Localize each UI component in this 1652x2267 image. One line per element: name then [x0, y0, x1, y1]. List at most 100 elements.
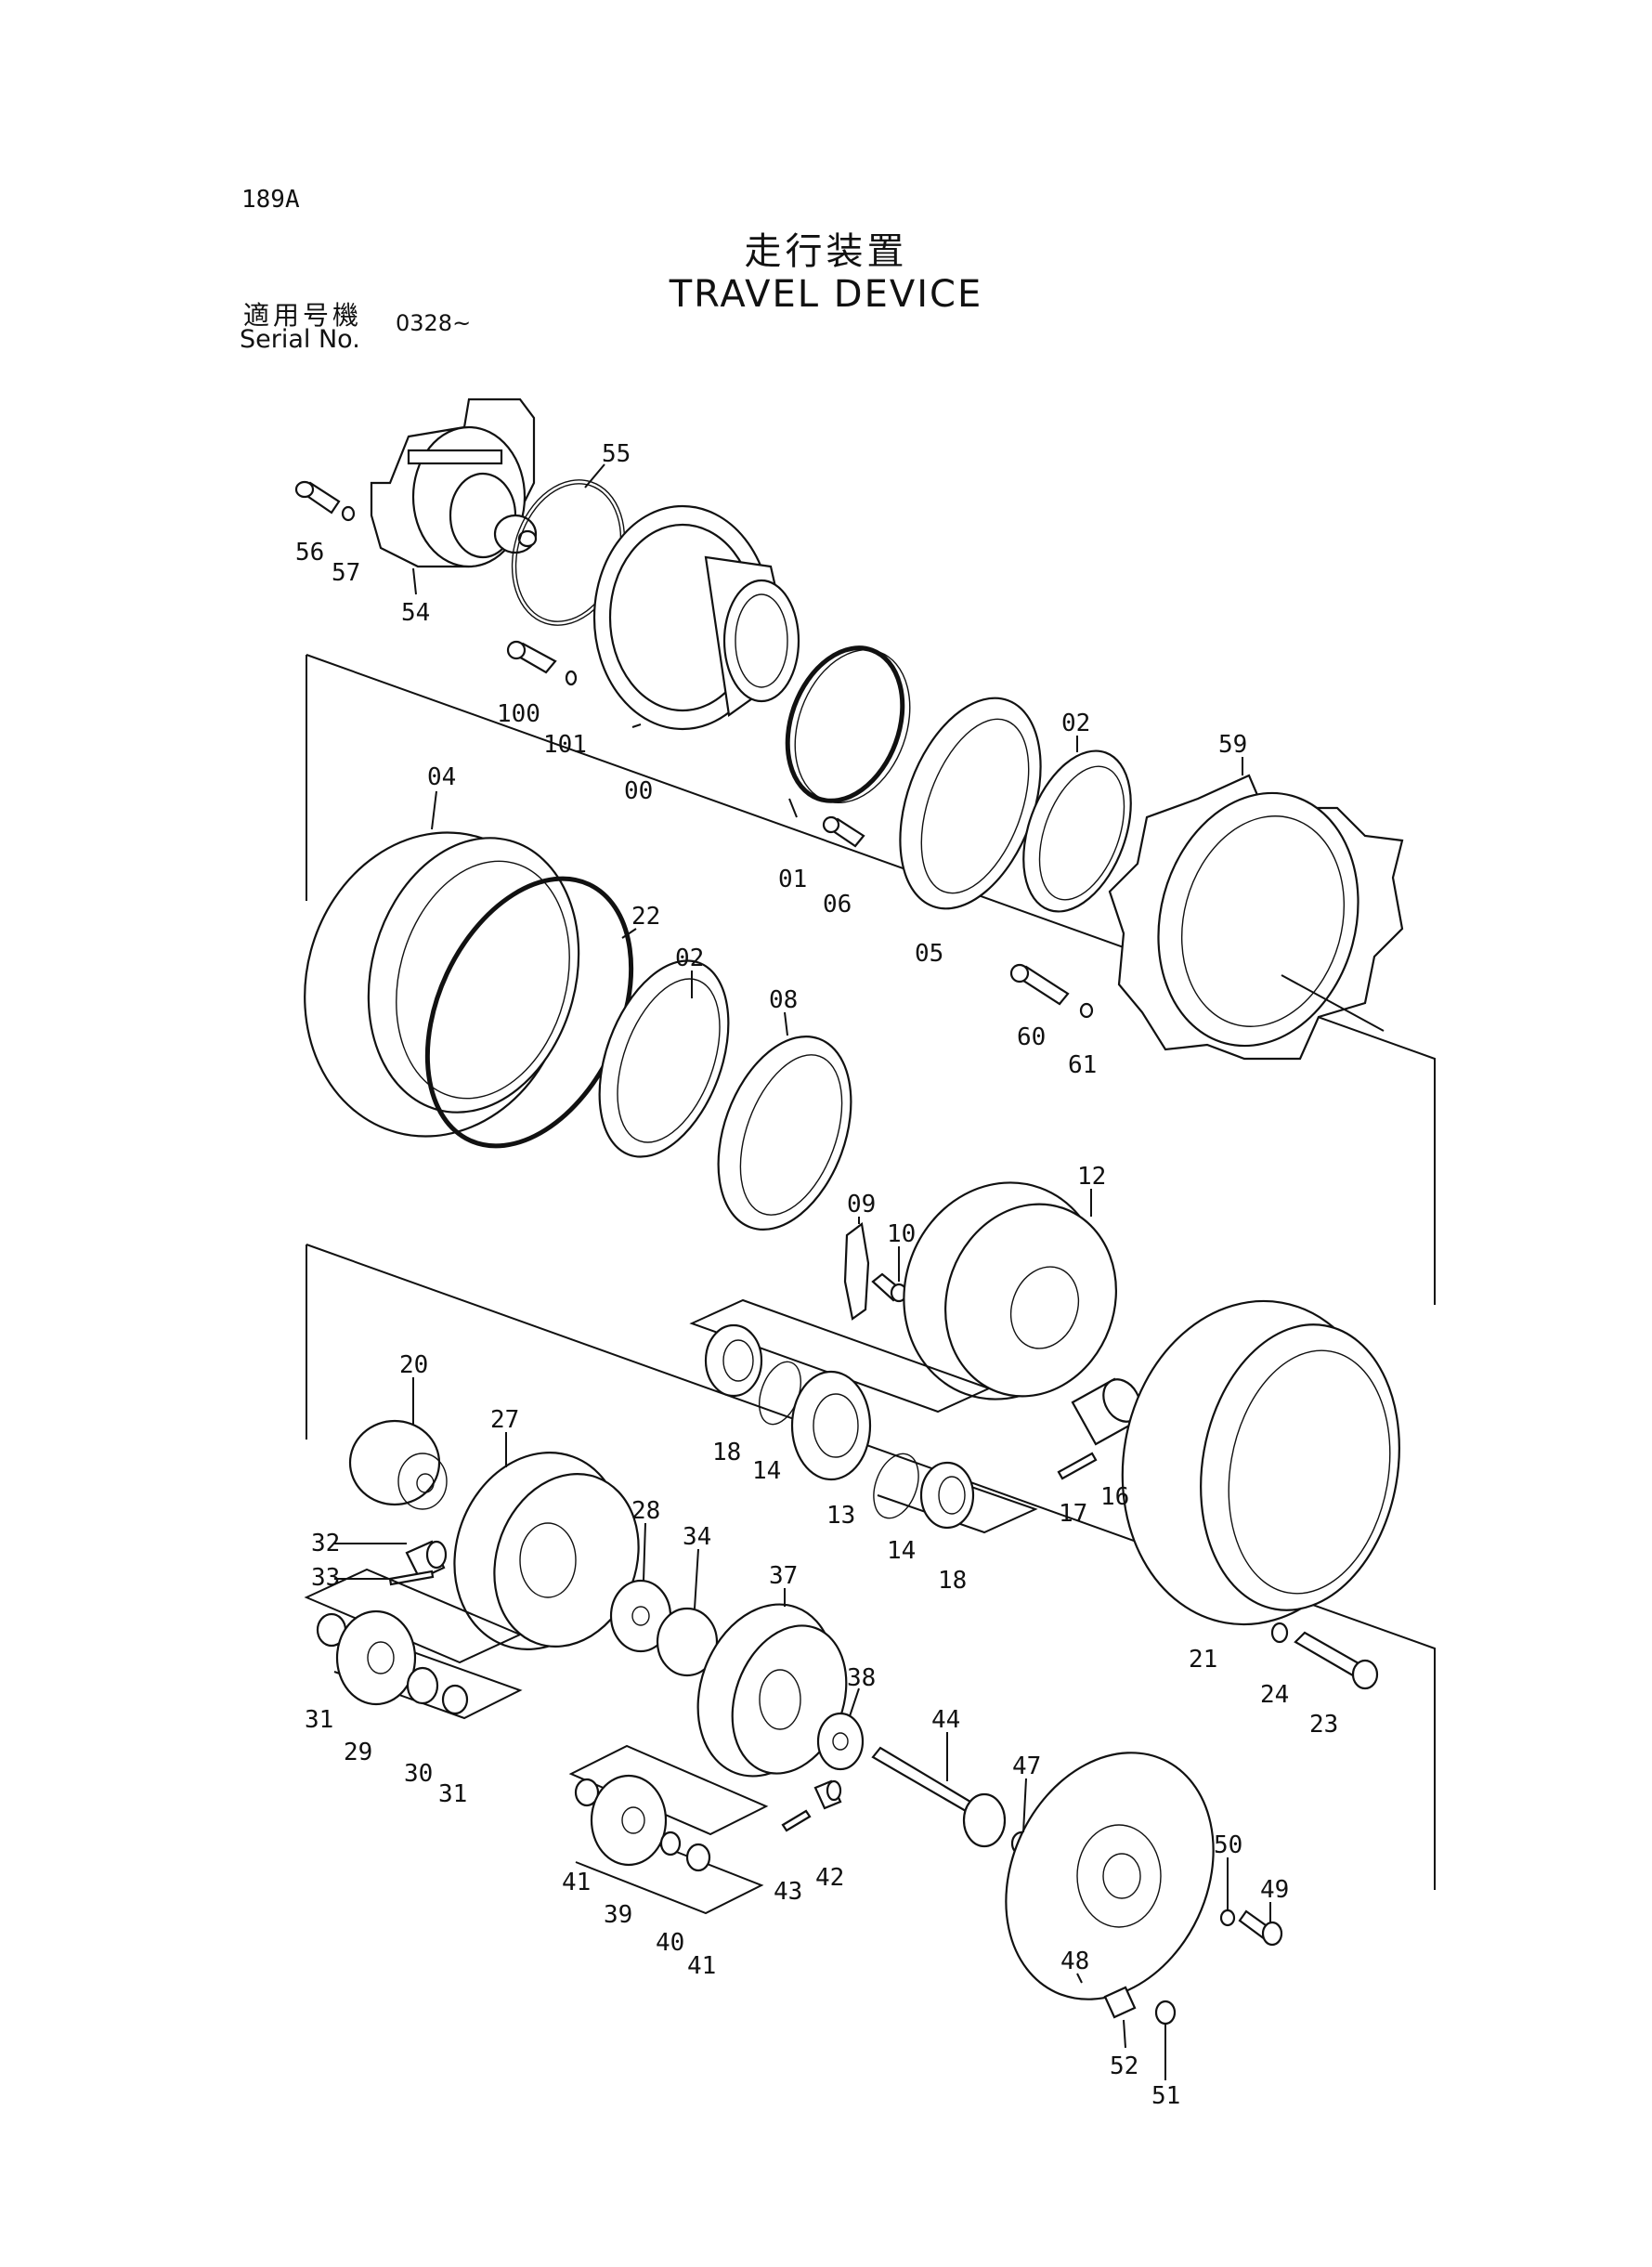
part-label-p44: 44 — [931, 1706, 960, 1734]
part-50-washer — [1219, 1909, 1236, 1927]
part-54-travel-motor — [370, 397, 538, 568]
part-100-bolt — [506, 640, 557, 674]
part-label-p06: 06 — [823, 891, 852, 919]
part-label-p05: 05 — [915, 940, 943, 968]
part-label-p42: 42 — [815, 1864, 844, 1892]
part-label-p01: 01 — [778, 866, 807, 893]
part-label-p55: 55 — [602, 440, 631, 468]
part-label-p51: 51 — [1151, 2082, 1180, 2110]
part-32-pin — [405, 1540, 448, 1581]
part-label-p10: 10 — [887, 1220, 916, 1248]
part-01-floating-seal — [785, 645, 911, 804]
part-label-p57: 57 — [332, 559, 360, 587]
part-label-p101: 101 — [543, 731, 587, 759]
part-label-p02a: 02 — [1061, 710, 1090, 737]
part-label-p09: 09 — [847, 1191, 876, 1218]
part-12-carrier — [903, 1181, 1117, 1401]
part-38-thrust-washer — [816, 1712, 865, 1771]
part-61-washer — [1079, 1002, 1094, 1019]
part-label-p48: 48 — [1060, 1948, 1089, 1975]
part-label-p00: 00 — [624, 777, 653, 805]
part-21-ring-gear — [1121, 1299, 1400, 1626]
part-label-p40: 40 — [656, 1929, 684, 1957]
part-label-p04: 04 — [427, 763, 456, 791]
part-04-housing — [304, 831, 580, 1138]
part-label-p60: 60 — [1017, 1023, 1046, 1051]
part-20-sun-gear — [348, 1419, 448, 1510]
part-label-p23: 23 — [1309, 1711, 1338, 1739]
part-label-p61: 61 — [1068, 1051, 1097, 1079]
part-label-p18b: 18 — [938, 1567, 967, 1595]
part-label-p02b: 02 — [675, 945, 704, 972]
part-label-p50: 50 — [1214, 1831, 1242, 1859]
part-56-bolt — [294, 480, 341, 515]
part-label-p20: 20 — [399, 1351, 428, 1379]
part-label-p16: 16 — [1100, 1483, 1129, 1511]
part-label-p28: 28 — [631, 1497, 660, 1525]
part-label-p21: 21 — [1189, 1646, 1217, 1674]
part-label-p30: 30 — [404, 1760, 433, 1788]
serial-label-english: Serial No. — [240, 325, 360, 354]
part-00-spindle — [592, 504, 800, 731]
part-label-p43: 43 — [774, 1878, 802, 1906]
part-label-p56: 56 — [295, 539, 324, 567]
part-34-sun-gear — [656, 1607, 719, 1677]
part-label-p34: 34 — [683, 1523, 711, 1551]
part-label-p54: 54 — [401, 599, 430, 627]
part-label-p41b: 41 — [687, 1952, 716, 1980]
page-number: 189A — [241, 186, 300, 214]
part-49-bolt — [1238, 1909, 1283, 1947]
part-label-p18a: 18 — [712, 1439, 741, 1466]
serial-value: 0328~ — [396, 310, 472, 336]
part-label-p37: 37 — [769, 1562, 798, 1590]
part-57-washer — [341, 505, 356, 522]
part-17-spring-pin — [1057, 1452, 1098, 1480]
part-label-p08: 08 — [769, 986, 798, 1014]
part-label-p29: 29 — [344, 1739, 372, 1766]
part-48-cover — [1005, 1752, 1215, 2000]
part-label-p52: 52 — [1110, 2052, 1138, 2080]
part-label-p31a: 31 — [305, 1706, 333, 1734]
title-japanese: 走行装置 — [744, 230, 908, 273]
part-52-plug — [1103, 1986, 1137, 2019]
part-51-plug — [1154, 2000, 1177, 2026]
part-label-p14a: 14 — [752, 1457, 781, 1485]
part-label-p13: 13 — [826, 1502, 855, 1530]
part-label-p39: 39 — [604, 1901, 632, 1929]
part-label-p24: 24 — [1260, 1681, 1289, 1709]
part-23-bolt — [1294, 1631, 1379, 1690]
part-60-bolt — [1009, 963, 1070, 1006]
part-label-p32: 32 — [311, 1530, 340, 1557]
part-02-bearing-upper — [1022, 749, 1132, 913]
part-label-p27: 27 — [490, 1406, 519, 1434]
part-label-p41a: 41 — [562, 1869, 591, 1896]
part-06-bolt — [822, 815, 865, 848]
part-02-bearing-lower — [598, 959, 730, 1158]
part-label-p100: 100 — [497, 700, 540, 728]
part-10-bolt — [871, 1272, 908, 1303]
part-label-p12: 12 — [1077, 1163, 1106, 1191]
part-label-p22: 22 — [631, 903, 660, 931]
part-label-p59: 59 — [1218, 731, 1247, 759]
part-27-carrier — [453, 1452, 640, 1650]
assembly-lines — [306, 654, 1436, 1890]
part-09-lock-plate — [843, 1222, 870, 1321]
planet-gear-group-lower — [568, 1744, 769, 1915]
planet-gear-group-lower-left — [304, 1568, 523, 1720]
leader-lines — [334, 463, 1271, 2080]
part-24-washer — [1270, 1622, 1289, 1644]
part-42-pin — [813, 1779, 842, 1810]
part-label-p49: 49 — [1260, 1876, 1289, 1904]
part-label-p31b: 31 — [438, 1780, 467, 1808]
part-101-washer — [565, 670, 578, 686]
part-label-p33: 33 — [311, 1564, 340, 1592]
part-59-sprocket — [1108, 774, 1404, 1061]
serial-label-japanese: 適用号機 — [243, 300, 363, 331]
part-label-p38: 38 — [847, 1664, 876, 1692]
part-43-spring-pin — [781, 1809, 812, 1832]
part-08-ring-nut — [717, 1036, 852, 1231]
planet-gear-group-upper — [689, 1298, 1038, 1534]
part-44-shaft — [871, 1746, 1007, 1848]
